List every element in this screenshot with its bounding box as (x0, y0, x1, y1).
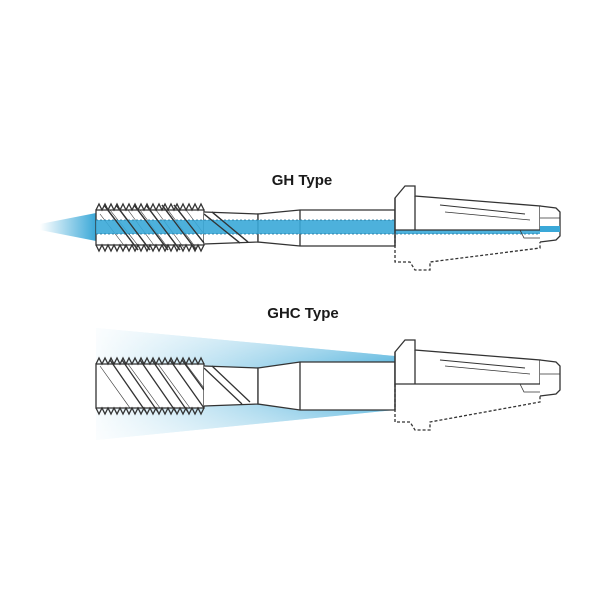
ghc-holder-dashed (394, 384, 541, 431)
gh-coolant-jet (40, 213, 96, 241)
gh-type-title: GH Type (271, 172, 333, 189)
gh-tap (40, 185, 561, 271)
ghc-tap (95, 328, 561, 440)
ghc-holder-nose (539, 359, 561, 397)
ghc-type-title: GHC Type (267, 305, 339, 322)
ghc-holder-slot (439, 359, 526, 369)
gh-holder-slot (439, 204, 526, 215)
ghc-flutes (109, 359, 205, 413)
ghc-flute-hatch (99, 363, 205, 409)
ghc-neck (203, 365, 259, 407)
gh-thread-teeth-top (95, 202, 205, 212)
ghc-holder (394, 339, 541, 385)
ghc-shank (257, 361, 396, 411)
gh-holder-dashed (394, 230, 541, 271)
gh-holder-nose (539, 205, 561, 243)
gh-thread-teeth-bottom (95, 243, 205, 253)
